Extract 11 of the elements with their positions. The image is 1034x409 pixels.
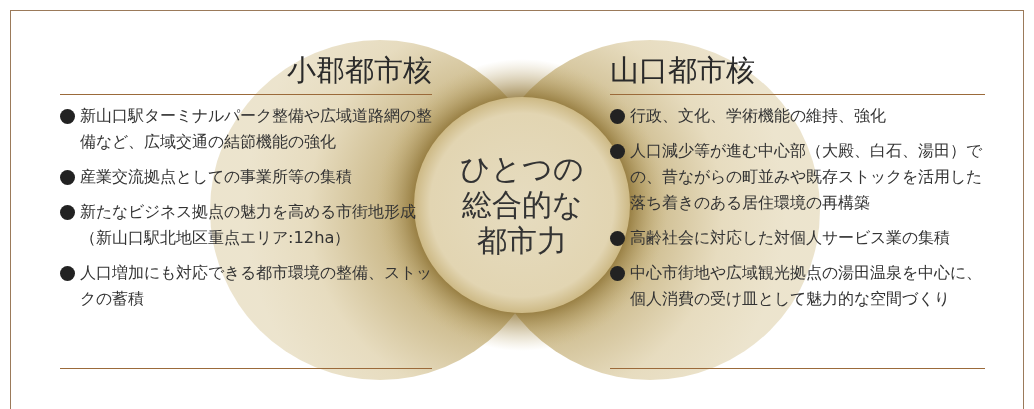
bullet-text: 産業交流拠点としての事業所等の集積 [80, 166, 352, 186]
bullet-text: 新たなビジネス拠点の魅力を高める市街地形成（新山口駅北地区重点エリア:12ha） [80, 201, 416, 247]
bullet-text: 中心市街地や広域観光拠点の湯田温泉を中心に、個人消費の受け皿として魅力的な空間づくり [630, 262, 982, 308]
bullet-text: 人口減少等が進む中心部（大殿、白石、湯田）での、昔ながらの町並みや既存ストックを活用した落ち着きのある居住環境の再構築 [630, 140, 982, 212]
bullet-text: 人口増加にも対応できる都市環境の整備、ストックの蓄積 [80, 262, 432, 308]
heading: 小郡都市核 [286, 52, 432, 89]
heading: 山口都市核 [610, 52, 756, 89]
bullet-text: 新山口駅ターミナルパーク整備や広域道路網の整備など、広域交通の結節機能の強化 [80, 105, 432, 151]
bullet-text: 行政、文化、学術機能の維持、強化 [630, 105, 886, 125]
bullet-text: 高齢社会に対応した対個人サービス業の集積 [630, 227, 950, 247]
center-label: ひとつの総合的な都市力 [459, 151, 585, 259]
